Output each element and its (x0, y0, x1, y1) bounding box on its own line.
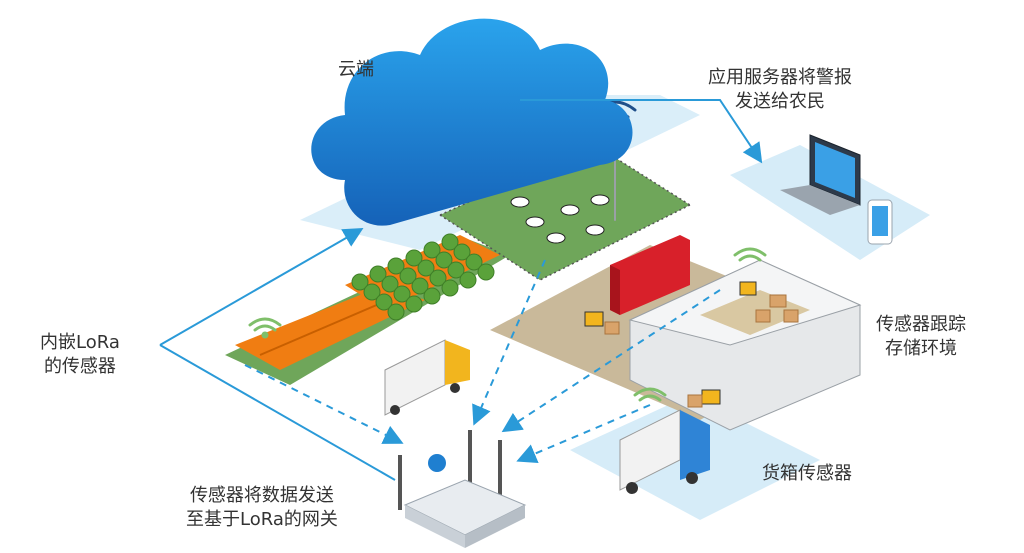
gateway-router-icon (398, 430, 527, 548)
embedded-sensor-label: 内嵌LoRa 的传感器 (40, 332, 120, 377)
cloud-label: 云端 (338, 59, 374, 80)
cow-icon (510, 194, 610, 244)
dashed-links (244, 259, 721, 463)
app-server-label: 应用服务器将警报 发送给农民 (708, 67, 852, 112)
gateway-label: 传感器将数据发送 至基于LoRa的网关 (186, 485, 338, 530)
laptop-icon (780, 134, 861, 215)
phone-icon (867, 199, 893, 245)
cargo-truck-icon (619, 409, 710, 494)
truck-icon (384, 339, 470, 416)
warehouse-icon (628, 259, 862, 431)
cargo-boxes (604, 321, 703, 408)
wifi-signal-icon (248, 247, 767, 402)
orchard (345, 233, 500, 321)
solid-links (159, 99, 763, 481)
forklift-icon (584, 281, 757, 405)
cloud-icon (311, 18, 633, 226)
container-icon (610, 235, 690, 315)
cargo-sensor-label: 货箱传感器 (762, 463, 852, 484)
storage-sensor-label: 传感器跟踪 存储环境 (876, 314, 966, 359)
